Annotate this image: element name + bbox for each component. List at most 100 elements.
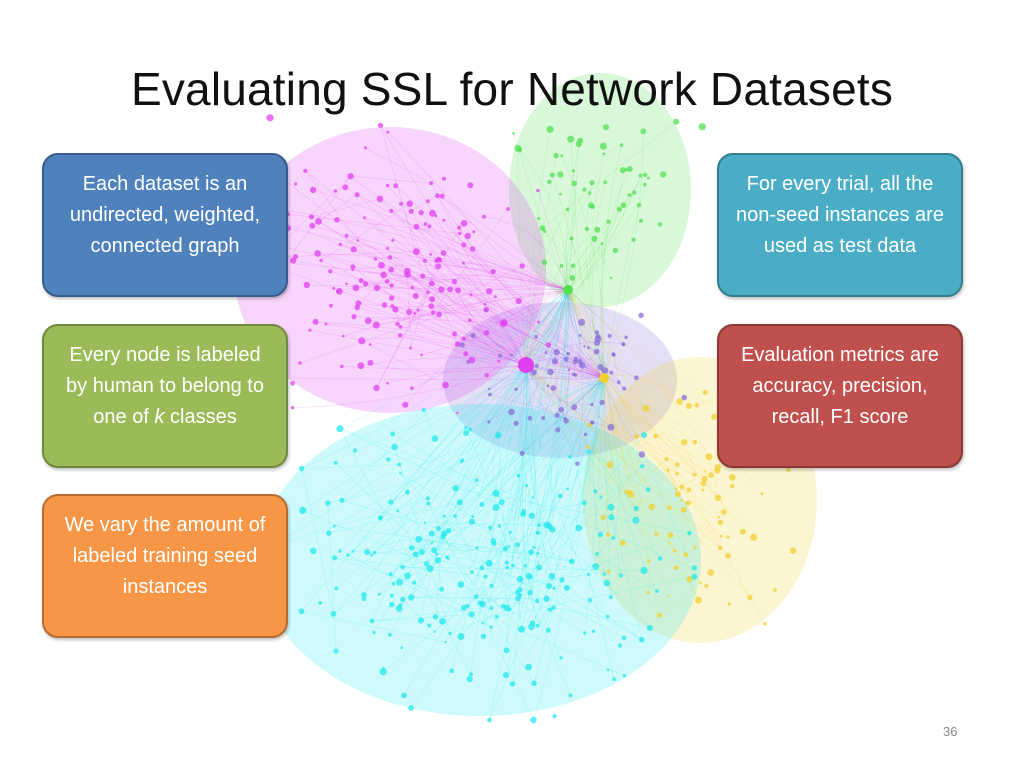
network-node bbox=[633, 505, 639, 512]
network-node bbox=[354, 192, 360, 198]
network-edge bbox=[483, 289, 569, 637]
network-edge bbox=[463, 289, 569, 340]
network-edge bbox=[519, 149, 569, 291]
network-edge bbox=[525, 364, 751, 598]
network-edge bbox=[525, 364, 550, 587]
network-node bbox=[299, 506, 307, 514]
network-edge bbox=[525, 364, 724, 513]
network-node bbox=[389, 283, 394, 288]
network-node bbox=[516, 575, 524, 583]
network-edge bbox=[486, 289, 569, 376]
network-edge bbox=[542, 289, 570, 419]
network-edge bbox=[402, 574, 589, 600]
network-node bbox=[334, 586, 339, 591]
network-edge bbox=[525, 192, 635, 366]
network-node bbox=[563, 356, 569, 362]
network-edge bbox=[399, 472, 549, 631]
network-node bbox=[507, 544, 511, 548]
network-node bbox=[726, 535, 730, 539]
network-node bbox=[400, 596, 406, 603]
network-edge bbox=[391, 210, 527, 366]
network-node bbox=[483, 303, 487, 306]
network-node bbox=[497, 359, 501, 363]
network-node bbox=[548, 572, 556, 580]
network-edge bbox=[508, 364, 527, 476]
evaluation-metrics-box: Evaluation metrics are accuracy, precisi… bbox=[717, 324, 963, 468]
network-edge bbox=[533, 377, 605, 721]
network-node bbox=[626, 166, 633, 172]
network-node bbox=[332, 524, 336, 528]
network-edge bbox=[400, 377, 605, 474]
network-node bbox=[298, 465, 305, 472]
network-edge bbox=[525, 364, 608, 617]
network-node bbox=[446, 528, 452, 534]
network-node bbox=[468, 318, 472, 323]
network-node bbox=[622, 386, 627, 391]
network-node bbox=[391, 238, 395, 242]
network-edge bbox=[429, 377, 605, 569]
network-node bbox=[646, 624, 654, 632]
network-edge bbox=[301, 289, 569, 469]
network-edge bbox=[567, 289, 584, 464]
network-node bbox=[333, 648, 339, 654]
network-edge bbox=[432, 208, 509, 313]
network-edge bbox=[525, 364, 721, 549]
network-node bbox=[388, 499, 394, 505]
network-edge bbox=[416, 226, 605, 379]
network-node bbox=[656, 612, 663, 619]
network-edge bbox=[603, 377, 612, 598]
network-edge bbox=[519, 377, 605, 596]
network-node bbox=[473, 594, 479, 600]
network-edge bbox=[339, 428, 477, 481]
network-edge bbox=[302, 364, 527, 511]
network-node bbox=[448, 631, 452, 636]
network-node bbox=[509, 681, 516, 687]
network-node bbox=[705, 453, 713, 461]
network-edge bbox=[438, 266, 569, 296]
network-edge bbox=[432, 284, 569, 313]
network-node bbox=[551, 358, 559, 365]
network-node bbox=[494, 614, 499, 619]
network-node bbox=[468, 356, 476, 364]
network-edge bbox=[563, 189, 585, 291]
network-edge bbox=[546, 289, 571, 526]
network-node bbox=[681, 438, 688, 446]
network-edge bbox=[521, 289, 569, 515]
network-edge bbox=[465, 289, 569, 429]
network-node bbox=[373, 284, 381, 292]
network-node bbox=[585, 445, 590, 450]
network-edge bbox=[292, 364, 527, 409]
network-edge bbox=[438, 377, 605, 529]
network-node bbox=[535, 530, 541, 536]
network-edge bbox=[387, 185, 527, 366]
network-edge bbox=[567, 289, 643, 455]
network-edge bbox=[457, 364, 527, 414]
network-edge bbox=[379, 198, 504, 324]
network-node bbox=[428, 303, 435, 310]
network-node bbox=[747, 594, 753, 601]
network-node bbox=[552, 586, 556, 590]
network-node bbox=[568, 455, 572, 459]
network-node bbox=[361, 596, 367, 602]
network-node bbox=[686, 487, 692, 493]
network-node bbox=[310, 547, 317, 555]
network-edge bbox=[525, 265, 562, 366]
network-node bbox=[608, 514, 615, 521]
network-node bbox=[298, 608, 305, 615]
network-edge bbox=[567, 289, 710, 457]
network-node bbox=[468, 427, 473, 432]
network-node bbox=[640, 566, 648, 575]
network-node bbox=[642, 404, 650, 412]
network-edge bbox=[497, 435, 508, 563]
network-node bbox=[426, 565, 434, 572]
network-edge bbox=[437, 195, 474, 250]
network-node bbox=[303, 168, 308, 173]
network-node bbox=[412, 248, 420, 256]
network-node bbox=[588, 598, 593, 603]
network-node bbox=[537, 523, 541, 528]
network-node bbox=[472, 230, 476, 234]
network-node bbox=[368, 343, 372, 346]
network-edge bbox=[287, 213, 460, 234]
network-edge bbox=[379, 289, 569, 595]
network-edge bbox=[448, 558, 522, 630]
